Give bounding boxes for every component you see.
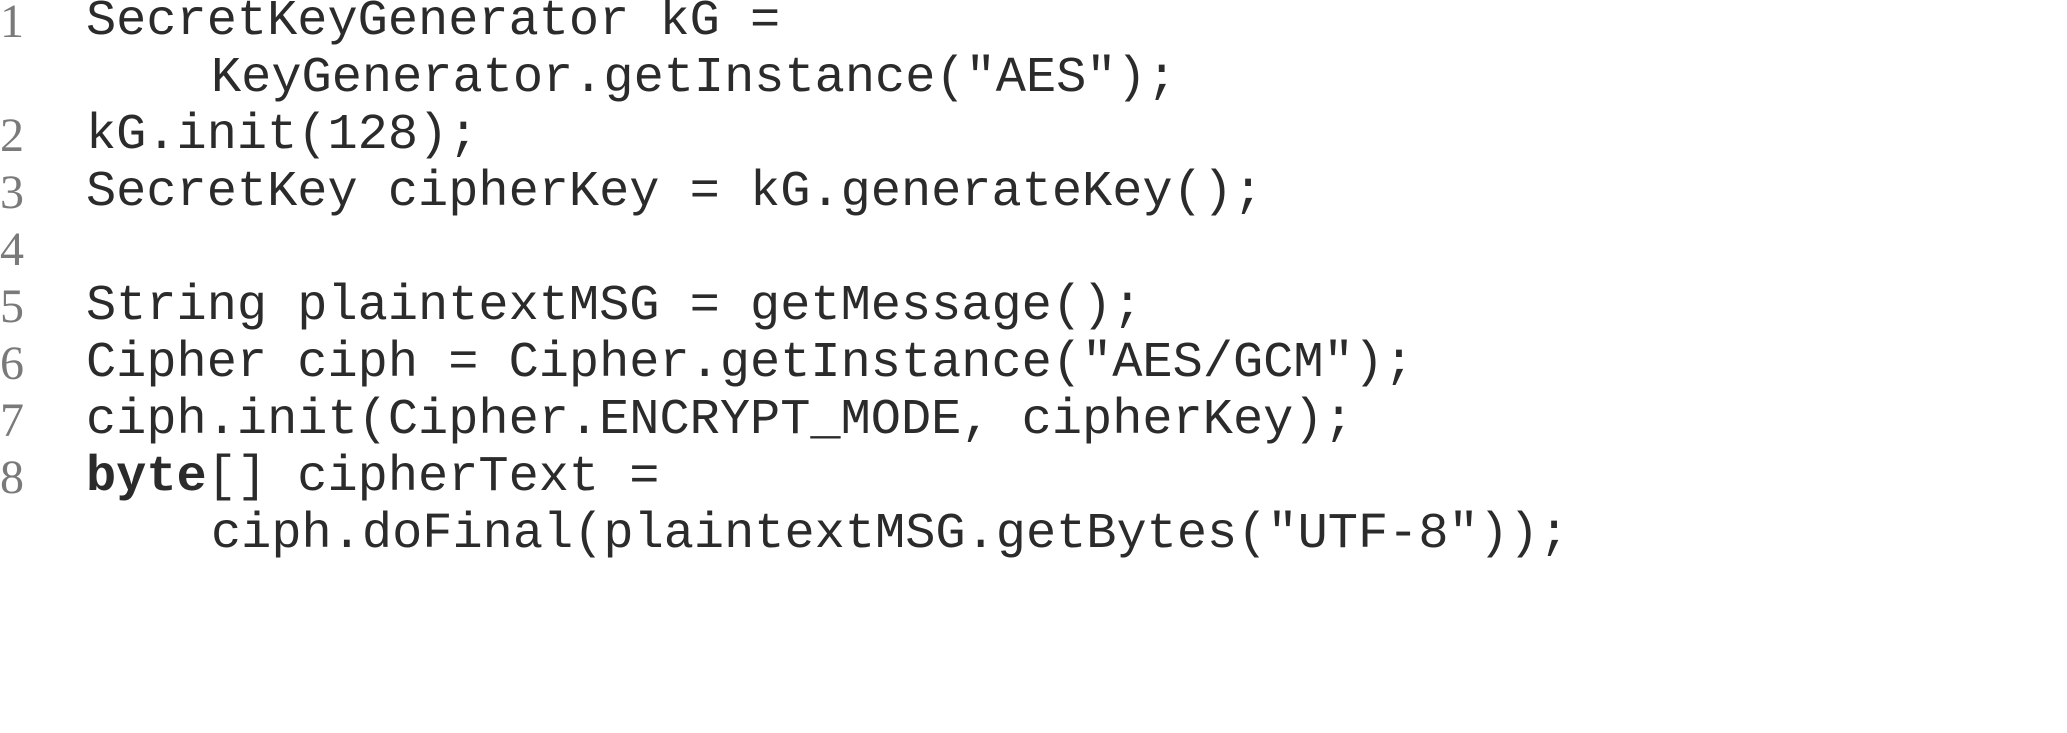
code-line-4: 4 bbox=[0, 221, 2067, 278]
code-text: KeyGenerator.getInstance("AES"); bbox=[211, 50, 1177, 107]
line-number: 8 bbox=[0, 451, 24, 504]
code-text: ciph.doFinal(plaintextMSG.getBytes("UTF-… bbox=[211, 506, 1570, 563]
keyword-byte: byte bbox=[86, 449, 207, 506]
code-text: ciph.init(Cipher.ENCRYPT_MODE, cipherKey… bbox=[86, 392, 1354, 449]
line-number: 3 bbox=[0, 166, 24, 219]
line-number: 5 bbox=[0, 280, 24, 333]
code-text: byte[] cipherText = bbox=[86, 449, 659, 506]
code-text: Cipher ciph = Cipher.getInstance("AES/GC… bbox=[86, 335, 1415, 392]
code-line-8: 8 byte[] cipherText = bbox=[0, 449, 2067, 506]
code-line-6: 6 Cipher ciph = Cipher.getInstance("AES/… bbox=[0, 335, 2067, 392]
code-line-3: 3 SecretKey cipherKey = kG.generateKey()… bbox=[0, 164, 2067, 221]
line-number: 2 bbox=[0, 109, 24, 162]
code-line-2: 2 kG.init(128); bbox=[0, 107, 2067, 164]
code-line-1: 1 SecretKeyGenerator kG = bbox=[0, 0, 2067, 50]
code-text: kG.init(128); bbox=[86, 107, 479, 164]
code-text-rest: [] cipherText = bbox=[206, 449, 660, 506]
code-line-1-continuation: KeyGenerator.getInstance("AES"); bbox=[0, 50, 2067, 107]
code-text: String plaintextMSG = getMessage(); bbox=[86, 278, 1143, 335]
code-text: SecretKeyGenerator kG = bbox=[86, 0, 781, 50]
line-number: 6 bbox=[0, 337, 24, 390]
line-number: 4 bbox=[0, 223, 24, 276]
code-line-8-continuation: ciph.doFinal(plaintextMSG.getBytes("UTF-… bbox=[0, 506, 2067, 563]
line-number: 7 bbox=[0, 394, 24, 447]
code-text: SecretKey cipherKey = kG.generateKey(); bbox=[86, 164, 1264, 221]
line-number: 1 bbox=[0, 0, 24, 48]
code-line-7: 7 ciph.init(Cipher.ENCRYPT_MODE, cipherK… bbox=[0, 392, 2067, 449]
code-line-5: 5 String plaintextMSG = getMessage(); bbox=[0, 278, 2067, 335]
